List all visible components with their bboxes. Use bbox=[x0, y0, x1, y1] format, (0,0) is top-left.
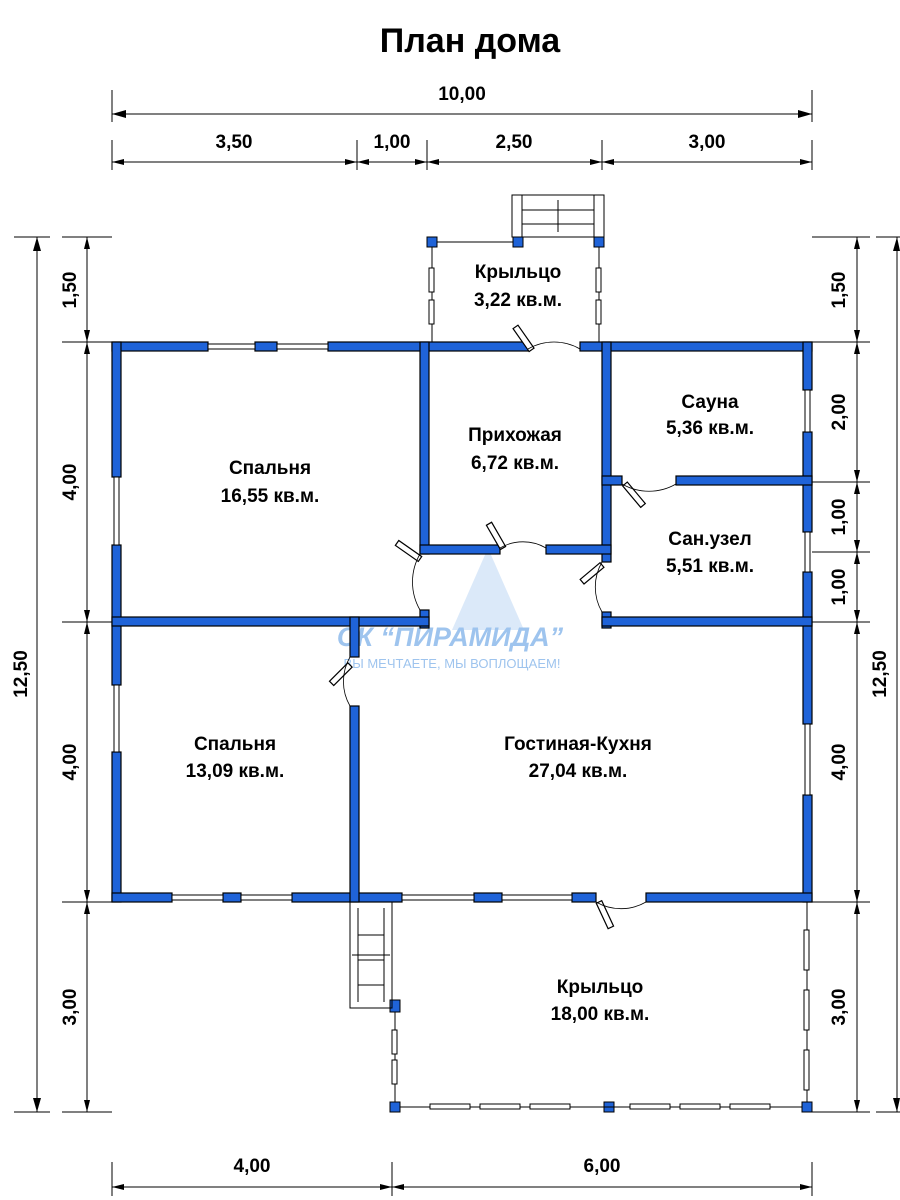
dim-right-6: 3,00 bbox=[829, 989, 850, 1026]
room-area-sauna: 5,36 кв.м. bbox=[666, 418, 754, 439]
room-area-bathroom: 5,51 кв.м. bbox=[666, 556, 754, 577]
dim-right-total: 12,50 bbox=[870, 650, 891, 698]
dim-top-4: 3,00 bbox=[689, 132, 726, 153]
dim-right-3: 1,00 bbox=[829, 499, 850, 536]
walls bbox=[111, 236, 813, 1113]
dim-left-2: 4,00 bbox=[60, 464, 81, 501]
room-name-sauna: Сауна bbox=[681, 392, 739, 413]
dim-right-1: 1,50 bbox=[829, 272, 850, 309]
dim-bottom-1: 4,00 bbox=[234, 1156, 271, 1177]
dim-right-5: 4,00 bbox=[829, 744, 850, 781]
room-area-hallway: 6,72 кв.м. bbox=[471, 453, 559, 474]
dim-right-4: 1,00 bbox=[829, 569, 850, 606]
page-title: План дома bbox=[380, 22, 562, 60]
porch-railings bbox=[349, 194, 810, 1110]
room-name-living-kitchen: Гостиная-Кухня bbox=[504, 734, 652, 755]
watermark: СК “ПИРАМИДА” ВЫ МЕЧТАЕТЕ, МЫ ВОПЛОЩАЕМ! bbox=[337, 548, 564, 671]
dim-right-2: 2,00 bbox=[829, 394, 850, 431]
room-area-living-kitchen: 27,04 кв.м. bbox=[529, 761, 628, 782]
dim-left-total: 12,50 bbox=[11, 650, 32, 698]
room-name-main-porch: Крыльцо bbox=[557, 977, 643, 998]
room-name-hallway: Прихожая bbox=[468, 425, 562, 446]
watermark-slogan: ВЫ МЕЧТАЕТЕ, МЫ ВОПЛОЩАЕМ! bbox=[344, 656, 561, 671]
room-name-bedroom-1: Спальня bbox=[229, 458, 311, 479]
dim-bottom-2: 6,00 bbox=[584, 1156, 621, 1177]
room-area-main-porch: 18,00 кв.м. bbox=[551, 1004, 650, 1025]
dimension-labels: 10,00 3,50 1,00 2,50 3,00 12,50 1,50 4,0… bbox=[11, 84, 891, 1177]
dim-left-1: 1,50 bbox=[60, 272, 81, 309]
pyramid-logo-icon bbox=[452, 548, 524, 630]
dim-top-1: 3,50 bbox=[216, 132, 253, 153]
room-labels: Крыльцо 3,22 кв.м. Спальня 16,55 кв.м. П… bbox=[186, 262, 754, 1025]
windows bbox=[113, 343, 811, 901]
room-name-bathroom: Сан.узел bbox=[668, 529, 751, 550]
dim-top-3: 2,50 bbox=[496, 132, 533, 153]
room-area-top-porch: 3,22 кв.м. bbox=[474, 290, 562, 311]
room-name-top-porch: Крыльцо bbox=[475, 262, 561, 283]
dimension-lines bbox=[14, 90, 900, 1196]
dim-left-3: 4,00 bbox=[60, 744, 81, 781]
room-name-bedroom-2: Спальня bbox=[194, 734, 276, 755]
dim-left-4: 3,00 bbox=[60, 989, 81, 1026]
dim-top-2: 1,00 bbox=[374, 132, 411, 153]
watermark-name: СК “ПИРАМИДА” bbox=[337, 622, 564, 652]
room-area-bedroom-2: 13,09 кв.м. bbox=[186, 761, 285, 782]
doors bbox=[328, 324, 677, 930]
room-area-bedroom-1: 16,55 кв.м. bbox=[221, 486, 320, 507]
dim-top-total: 10,00 bbox=[438, 84, 486, 105]
